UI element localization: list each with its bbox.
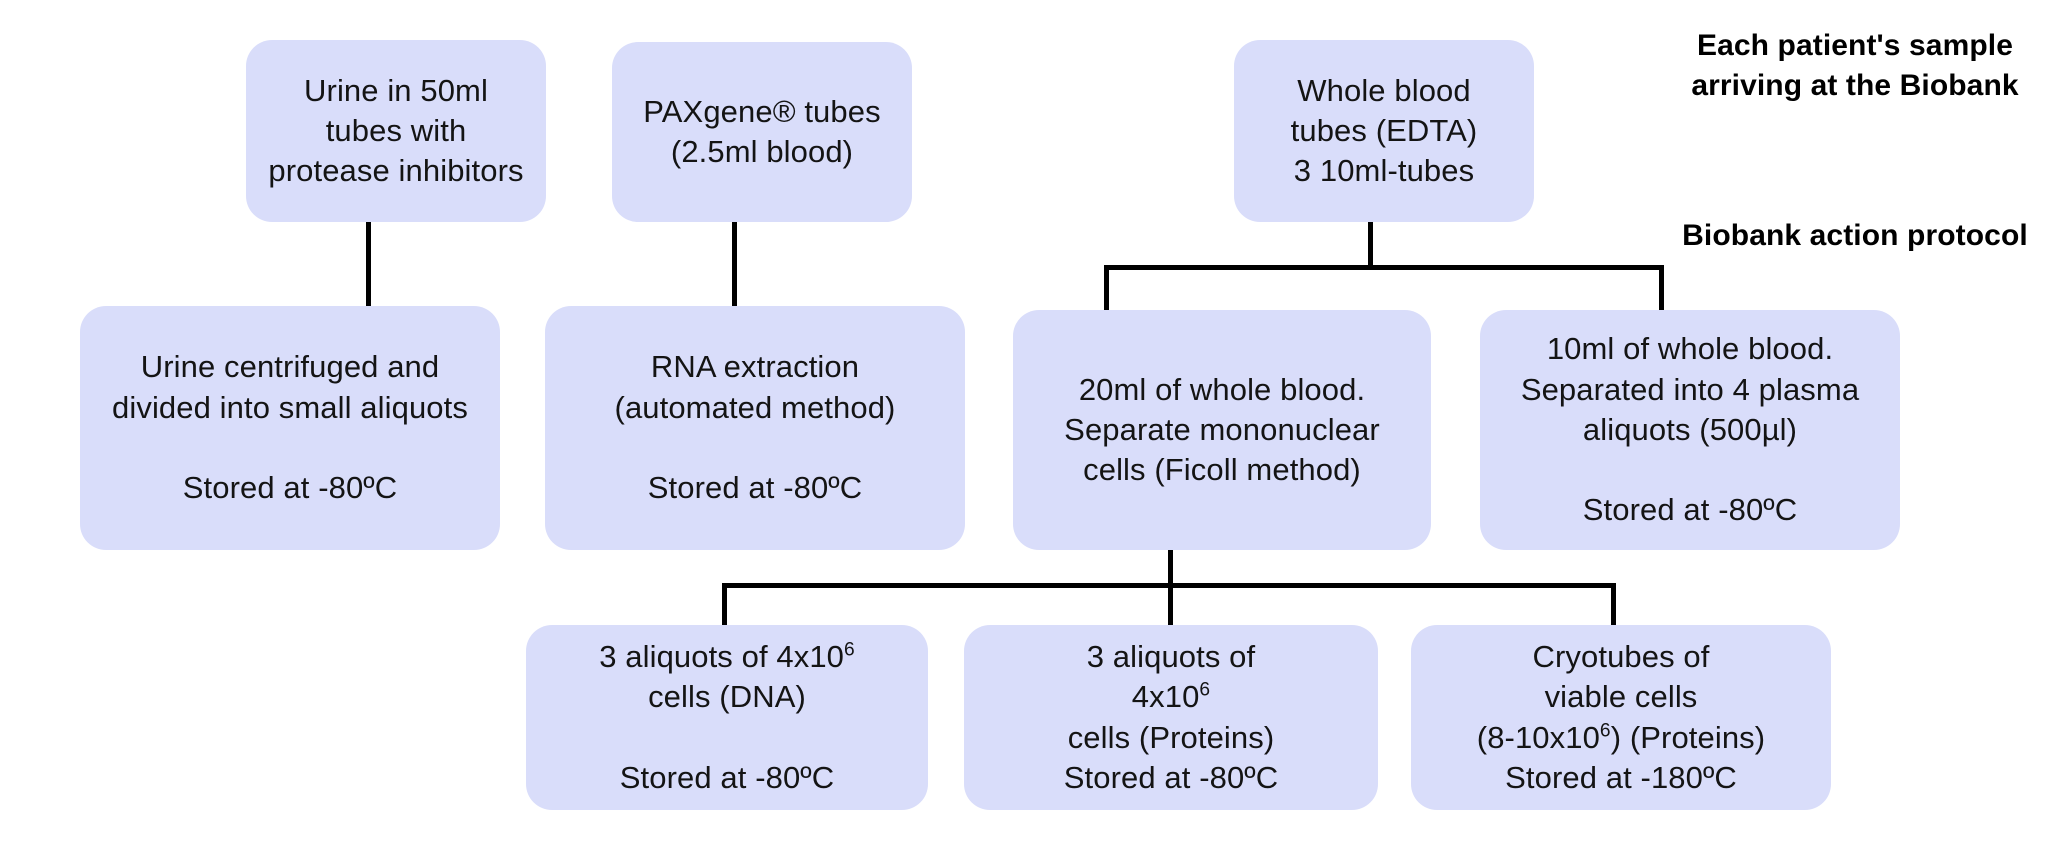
rna-extraction-line-2: (automated method) [614, 389, 896, 425]
urine-source-line-2: tubes with [325, 112, 467, 148]
plasma-line-3: aliquots (500µl) [1582, 411, 1798, 447]
whole-blood-source-line-1: Whole blood [1297, 72, 1471, 108]
node-dna-aliquots[interactable]: 3 aliquots of 4x106 cells (DNA) Stored a… [526, 625, 928, 810]
dna-line-1-exponent: 6 [844, 639, 855, 661]
cryotubes-line-1: Cryotubes of [1532, 638, 1710, 674]
node-urine-source[interactable]: Urine in 50ml tubes with protease inhibi… [246, 40, 546, 222]
protein-line-2-exponent: 6 [1199, 679, 1211, 701]
urine-source-line-3: protease inhibitors [268, 153, 524, 189]
node-plasma-aliquots[interactable]: 10ml of whole blood. Separated into 4 pl… [1480, 310, 1900, 550]
protein-line-3: cells (Proteins) [1067, 719, 1275, 755]
connector-ficoll-left-drop [722, 583, 727, 625]
cryotubes-line-3-pre: (8-10x10 [1476, 719, 1600, 755]
cryotubes-line-2: viable cells [1544, 679, 1698, 715]
header-annotation: Each patient's sample arriving at the Bi… [1655, 26, 2055, 105]
protein-line-4: Stored at -80ºC [1063, 759, 1279, 795]
cryotubes-line-4: Stored at -180ºC [1505, 759, 1737, 795]
dna-line-3: Stored at -80ºC [619, 759, 835, 795]
rna-extraction-line-3: Stored at -80ºC [647, 470, 863, 506]
plasma-line-4: Stored at -80ºC [1582, 492, 1798, 528]
node-whole-blood-source[interactable]: Whole blood tubes (EDTA) 3 10ml-tubes [1234, 40, 1534, 222]
urine-source-line-1: Urine in 50ml [304, 72, 488, 108]
urine-processed-line-2: divided into small aliquots [112, 389, 468, 425]
paxgene-source-line-1: PAXgene® tubes [643, 93, 881, 129]
paxgene-source-line-2: (2.5ml blood) [670, 134, 854, 169]
dna-line-2: cells (DNA) [648, 679, 806, 715]
connector-ficoll-right-drop [1611, 583, 1616, 625]
protein-line-2: 4x106 [1132, 677, 1210, 717]
connector-ficoll-stem [1168, 545, 1173, 587]
ficoll-line-2: Separate mononuclear [1064, 411, 1380, 447]
urine-processed-line-3: Stored at -80ºC [182, 470, 398, 506]
rna-extraction-line-1: RNA extraction [650, 349, 860, 385]
connector-urine [366, 220, 371, 306]
ficoll-line-1: 20ml of whole blood. [1078, 371, 1366, 407]
connector-wholeblood-right-drop [1659, 265, 1664, 311]
node-protein-aliquots[interactable]: 3 aliquots of 4x106 cells (Proteins) Sto… [964, 625, 1378, 810]
header-line-2: arriving at the Biobank [1691, 68, 2019, 102]
cryotubes-line-3: (8-10x106) (Proteins) [1477, 718, 1765, 758]
dna-line-1-text: 3 aliquots of 4x10 [599, 638, 845, 674]
connector-ficoll-mid-drop [1168, 583, 1173, 625]
protein-line-2-text: 4x10 [1131, 679, 1200, 715]
plasma-line-2: Separated into 4 plasma [1520, 371, 1860, 407]
connector-wholeblood-bus [1104, 265, 1664, 270]
subheader-line: Biobank action protocol [1682, 219, 2028, 252]
plasma-line-1: 10ml of whole blood. [1546, 331, 1834, 367]
node-paxgene-source[interactable]: PAXgene® tubes (2.5ml blood) [612, 42, 912, 222]
cryotubes-line-3-post: ) (Proteins) [1610, 719, 1766, 755]
connector-paxgene [732, 220, 737, 306]
connector-wholeblood-left-drop [1104, 265, 1109, 311]
urine-processed-line-1: Urine centrifuged and [140, 349, 440, 385]
node-rna-extraction[interactable]: RNA extraction (automated method) Stored… [545, 306, 965, 550]
dna-line-1: 3 aliquots of 4x106 [599, 637, 855, 677]
connector-wholeblood-stem [1368, 220, 1373, 268]
node-ficoll[interactable]: 20ml of whole blood. Separate mononuclea… [1013, 310, 1431, 550]
node-urine-processed[interactable]: Urine centrifuged and divided into small… [80, 306, 500, 550]
header-line-1: Each patient's sample [1696, 29, 2014, 62]
node-cryotubes[interactable]: Cryotubes of viable cells (8-10x106) (Pr… [1411, 625, 1831, 810]
protein-line-1: 3 aliquots of [1086, 638, 1256, 674]
ficoll-line-3: cells (Ficoll method) [1083, 452, 1361, 488]
whole-blood-source-line-3: 3 10ml-tubes [1293, 153, 1475, 189]
whole-blood-source-line-2: tubes (EDTA) [1290, 112, 1478, 148]
subheader-annotation: Biobank action protocol [1655, 216, 2055, 256]
cryotubes-line-3-exponent: 6 [1599, 720, 1611, 742]
